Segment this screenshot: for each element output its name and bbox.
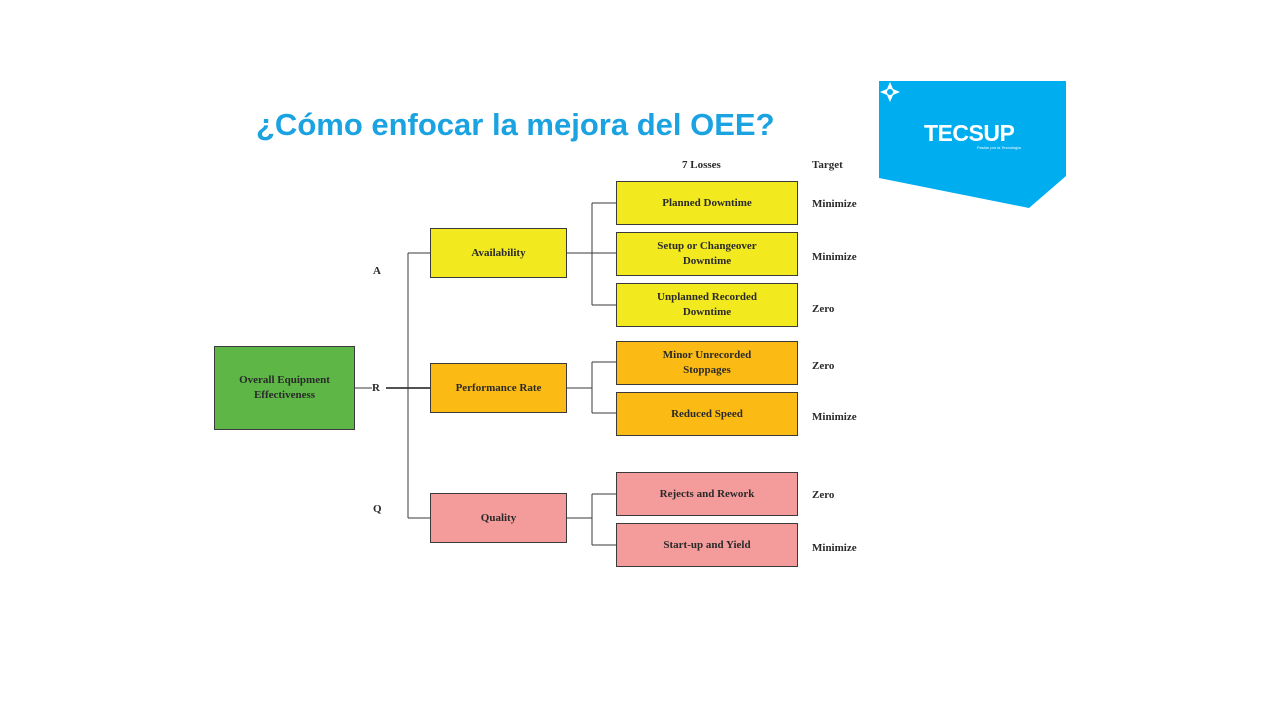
logo-tagline: Pasión por la Tecnología bbox=[977, 145, 1021, 150]
branch-letter-r: R bbox=[372, 382, 380, 394]
target-unplanned-recorded-downtime: Zero bbox=[812, 303, 835, 315]
target-reduced-speed: Minimize bbox=[812, 411, 857, 423]
branch-letter-a: A bbox=[373, 265, 381, 277]
logo-wordmark: TECSUP bbox=[924, 120, 1015, 146]
tecsup-logo-icon bbox=[880, 82, 900, 102]
branch-letter-q: Q bbox=[373, 503, 382, 515]
target-rejects-and-rework: Zero bbox=[812, 489, 835, 501]
logo-background bbox=[879, 81, 1066, 208]
oee-box: Overall Equipment Effectiveness bbox=[214, 346, 355, 430]
loss-start-up-and-yield: Start-up and Yield bbox=[616, 523, 798, 567]
slide-title: ¿Cómo enfocar la mejora del OEE? bbox=[256, 107, 775, 142]
header-target: Target bbox=[812, 159, 843, 171]
loss-planned-downtime: Planned Downtime bbox=[616, 181, 798, 225]
loss-setup-changeover-downtime: Setup or Changeover Downtime bbox=[616, 232, 798, 276]
target-start-up-and-yield: Minimize bbox=[812, 542, 857, 554]
target-setup-changeover-downtime: Minimize bbox=[812, 251, 857, 263]
loss-unplanned-recorded-downtime: Unplanned Recorded Downtime bbox=[616, 283, 798, 327]
loss-minor-unrecorded-stoppages: Minor Unrecorded Stoppages bbox=[616, 341, 798, 385]
loss-rejects-and-rework: Rejects and Rework bbox=[616, 472, 798, 516]
header-losses: 7 Losses bbox=[682, 159, 721, 171]
quality-box: Quality bbox=[430, 493, 567, 543]
tecsup-logo-panel: TECSUP Pasión por la Tecnología bbox=[879, 81, 1066, 208]
performance-rate-box: Performance Rate bbox=[430, 363, 567, 413]
target-minor-unrecorded-stoppages: Zero bbox=[812, 360, 835, 372]
loss-reduced-speed: Reduced Speed bbox=[616, 392, 798, 436]
availability-box: Availability bbox=[430, 228, 567, 278]
target-planned-downtime: Minimize bbox=[812, 198, 857, 210]
